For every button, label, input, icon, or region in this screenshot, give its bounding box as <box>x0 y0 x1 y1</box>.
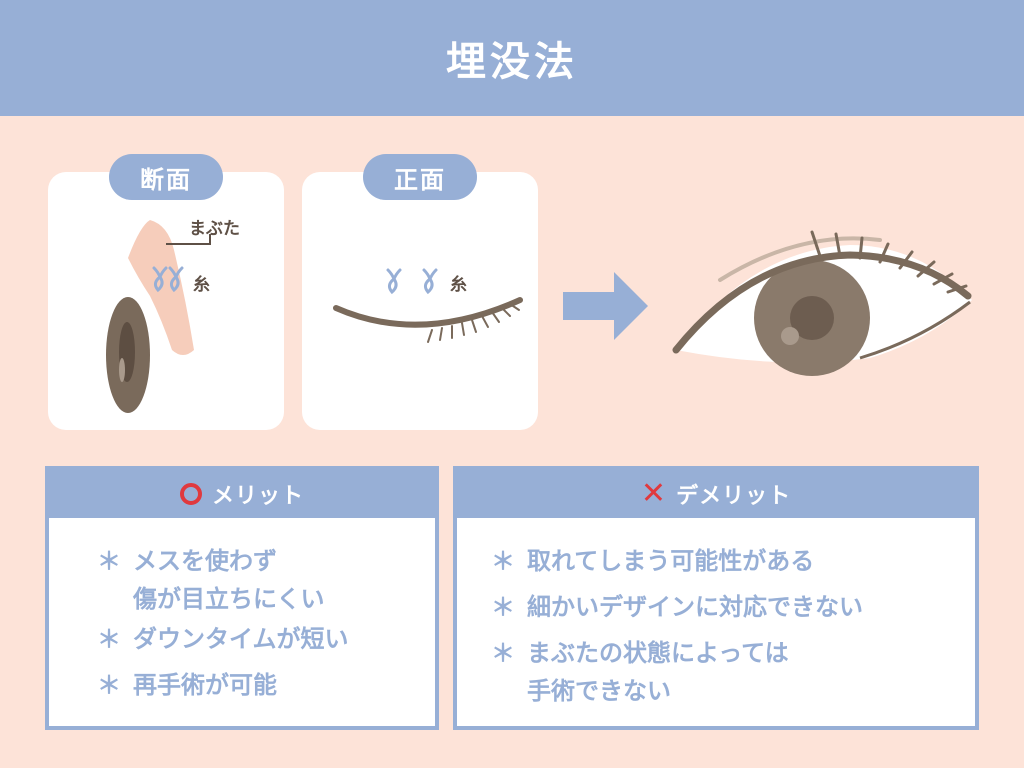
bullet-icon: ＊ <box>97 547 121 575</box>
merit-item: ＊ 再手術が可能 <box>97 666 277 704</box>
merit-header: メリット <box>49 470 435 518</box>
closed-eye-line <box>333 297 523 328</box>
page-title: 埋没法 <box>446 39 578 85</box>
bullet-icon: ＊ <box>491 547 515 575</box>
thread-icon <box>152 266 184 293</box>
bullet-icon: ＊ <box>491 593 515 621</box>
demerit-header: ✕ デメリット <box>457 470 975 518</box>
arrow-right-icon <box>563 272 648 340</box>
circle-icon <box>179 483 202 505</box>
bullet-icon: ＊ <box>491 639 515 667</box>
merit-item: ＊ ダウンタイムが短い <box>97 620 349 658</box>
demerit-heading: デメリット <box>676 484 792 509</box>
page-header: 埋没法 <box>0 0 1024 116</box>
demerit-item: ＊ まぶたの状態によっては 手術できない <box>491 634 789 710</box>
eyelid-pointer-line <box>166 234 211 245</box>
eyelid-label: まぶた <box>189 219 240 239</box>
demerit-box: ✕ デメリット ＊ 取れてしまう可能性がある ＊ 細かいデザインに対応できない … <box>453 466 979 730</box>
demerit-item: ＊ 取れてしまう可能性がある <box>491 542 814 580</box>
merit-box: メリット ＊ メスを使わず 傷が目立ちにくい ＊ ダウンタイムが短い ＊ 再手術… <box>45 466 439 730</box>
merit-item: ＊ メスを使わず 傷が目立ちにくい <box>97 542 325 618</box>
thread-label-front: 糸 <box>450 275 467 295</box>
bullet-icon: ＊ <box>97 625 121 653</box>
thread-label: 糸 <box>193 275 210 295</box>
thread-icon <box>386 268 438 295</box>
demerit-item: ＊ 細かいデザインに対応できない <box>491 588 863 626</box>
illustration-layer <box>106 220 972 413</box>
cross-icon: ✕ <box>640 476 667 511</box>
open-eye-icon <box>672 230 972 376</box>
bullet-icon: ＊ <box>97 671 121 699</box>
cross-section-label: 断面 <box>109 154 223 200</box>
front-view-label: 正面 <box>363 154 477 200</box>
front-view-panel <box>302 172 538 430</box>
upper-eyelashes <box>810 230 968 294</box>
merit-heading: メリット <box>211 484 304 509</box>
lower-eyelashes <box>427 303 520 343</box>
